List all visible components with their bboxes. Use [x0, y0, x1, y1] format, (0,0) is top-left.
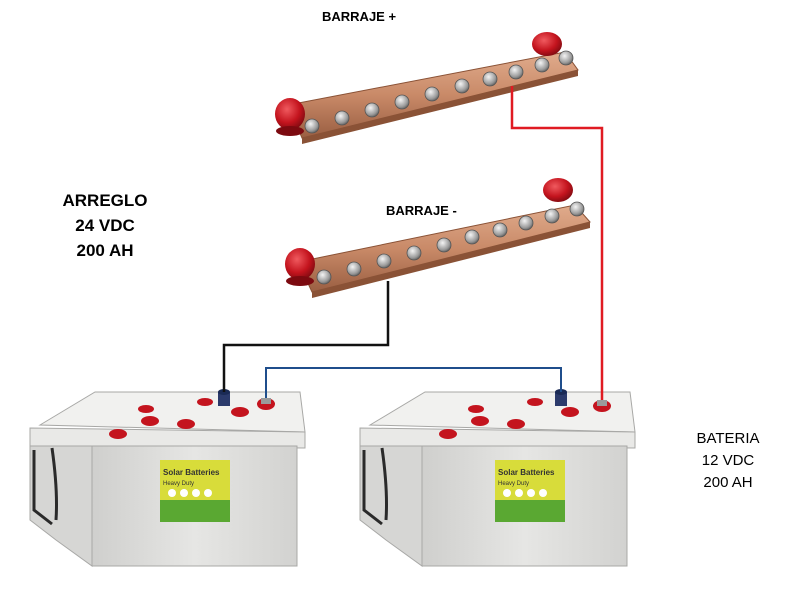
wire-positive: [510, 86, 604, 400]
busbar-negative: [285, 178, 591, 298]
wire-series: [265, 367, 562, 398]
busbar-positive-terminals: [304, 50, 574, 134]
battery-right-brand-subtitle: Heavy Duty: [498, 481, 529, 487]
battery-capacity: 200 AH: [703, 474, 753, 491]
busbar-positive-left-insulator: [275, 98, 305, 136]
array-voltage: 24 VDC: [75, 216, 135, 235]
busbar-positive-label: BARRAJE +: [322, 9, 397, 24]
battery-right-vent-caps: [439, 398, 579, 439]
battery-left-positive-terminal: [257, 398, 275, 410]
busbar-positive: [275, 32, 579, 144]
battery-left-vent-caps: [109, 398, 249, 439]
battery-voltage: 12 VDC: [701, 452, 755, 469]
battery-right-label: [495, 460, 565, 522]
wire-negative: [222, 281, 390, 392]
battery-left-label: [160, 460, 230, 522]
battery-right-positive-terminal: [593, 400, 611, 412]
array-title: ARREGLO: [62, 191, 148, 210]
battery-title: BATERIA: [696, 430, 760, 447]
busbar-negative-terminals: [316, 201, 585, 285]
busbar-positive-right-insulator: [532, 32, 562, 56]
battery-left-brand-subtitle: Heavy Duty: [163, 481, 194, 487]
busbar-negative-left-insulator: [285, 248, 315, 286]
array-specs-label: ARREGLO 24 VDC 200 AH: [40, 188, 170, 263]
busbar-negative-right-insulator: [543, 178, 573, 202]
battery-right: [359, 389, 636, 567]
battery-left: [29, 389, 306, 567]
battery-right-handle: [362, 450, 383, 526]
battery-right-brand: Solar Batteries: [498, 468, 555, 477]
busbar-negative-label: BARRAJE -: [386, 203, 457, 218]
battery-left-brand: Solar Batteries: [163, 468, 220, 477]
battery-specs-label: BATERIA 12 VDC 200 AH: [673, 428, 783, 494]
array-capacity: 200 AH: [76, 241, 134, 260]
battery-left-handle: [32, 450, 53, 526]
